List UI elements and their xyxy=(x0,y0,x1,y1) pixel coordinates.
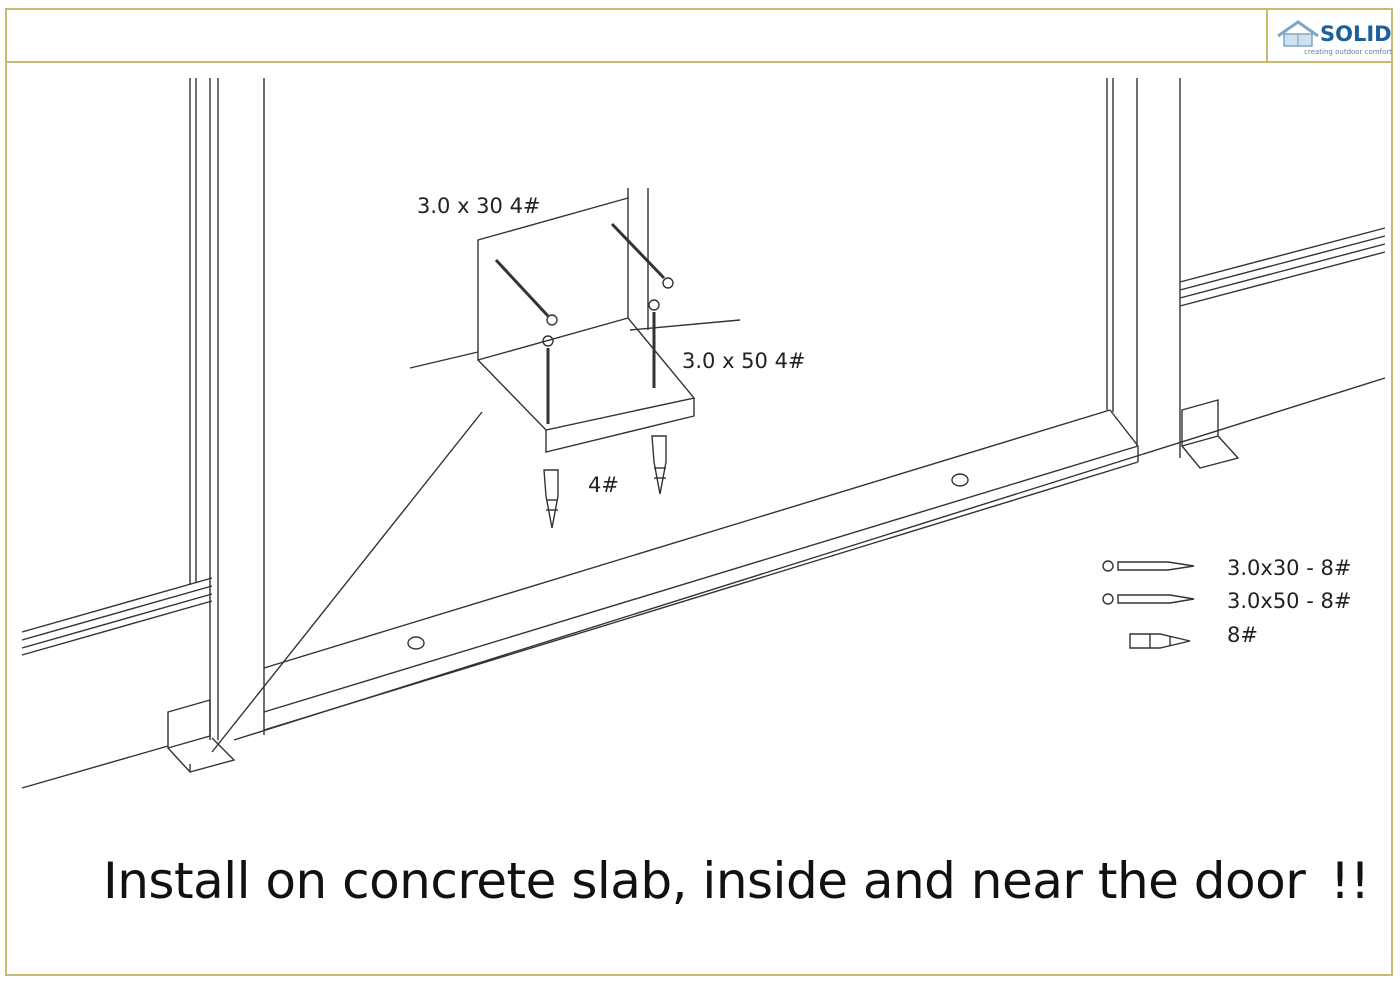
brand-name: SOLID xyxy=(1320,22,1392,46)
wall-plug-icon xyxy=(1129,633,1191,649)
page-frame xyxy=(5,8,1393,976)
legend-label-short-screw: 3.0x30 - 8# xyxy=(1227,556,1352,580)
right-wall-frame xyxy=(1106,78,1386,469)
short-screw-icon xyxy=(1102,560,1114,572)
legend-label-plug: 8# xyxy=(1227,623,1258,647)
brand-tagline: creating outdoor comfort xyxy=(1304,48,1392,56)
callout-plugs: 4# xyxy=(588,473,619,497)
brand-logo: SOLID creating outdoor comfort xyxy=(1266,8,1393,63)
detail-leader-line xyxy=(211,411,483,753)
long-screw-icon xyxy=(1102,593,1114,605)
legend-icons xyxy=(1102,560,1195,649)
house-logo-icon xyxy=(1277,20,1319,47)
bracket-detail xyxy=(409,188,741,529)
floor-edge-left xyxy=(21,745,169,789)
door-threshold xyxy=(263,409,1139,731)
callout-top-screw: 3.0 x 30 4# xyxy=(417,194,541,218)
instruction-caption: Install on concrete slab, inside and nea… xyxy=(103,852,1306,910)
header-divider xyxy=(5,61,1393,63)
caption-emphasis: !! xyxy=(1330,852,1371,910)
callout-bottom-screw: 3.0 x 50 4# xyxy=(682,349,806,373)
left-wall-frame xyxy=(21,78,265,773)
legend-label-long-screw: 3.0x50 - 8# xyxy=(1227,589,1352,613)
